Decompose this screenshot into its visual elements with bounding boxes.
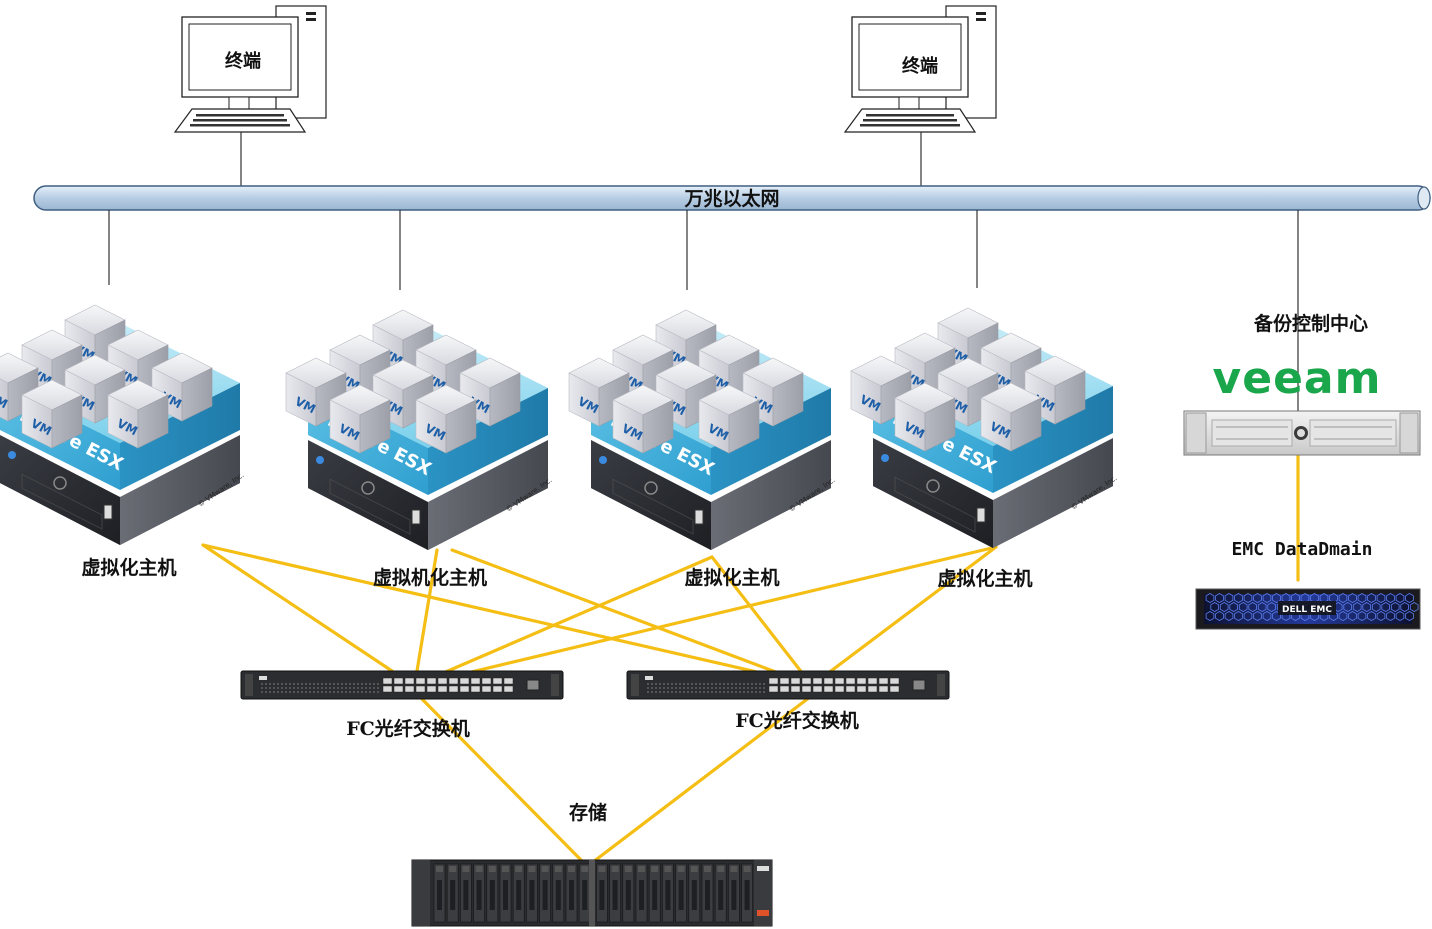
veeam-logo: veeam [1213,353,1382,404]
vm-cube: VM [980,382,1042,452]
vm-cube: VM [612,384,674,454]
svg-text:VM: VM [0,389,10,411]
svg-text:veeam: veeam [1213,353,1382,404]
terminal-1: 终端 [173,5,327,133]
vm-cube: VM [894,382,956,452]
backup-server [1183,410,1421,456]
switch-label: FC光纤交换机 [346,717,470,740]
dell-emc-logo: DELL EMC [1282,605,1332,615]
storage-array [411,859,773,927]
host-label: 虚拟机化主机 [373,566,487,589]
backup-label: 备份控制中心 [1253,312,1368,335]
ethernet-bus: 万兆以太网 [33,185,1431,211]
vm-cube: VM [698,384,760,454]
datadomain-label: EMC DataDmain [1232,539,1373,560]
terminal-label: 终端 [225,50,261,72]
computer-icon [843,5,997,133]
terminal-label: 终端 [902,55,938,77]
network-label: 万兆以太网 [683,187,779,210]
storage-label: 存储 [569,801,607,824]
terminal-2: 终端 [843,5,997,133]
vm-cube: VM [329,384,391,454]
host-label: 虚拟化主机 [684,566,779,589]
host-label: 虚拟化主机 [937,567,1032,590]
datadomain-storage: DELL EMC [1195,588,1421,630]
vm-cube: VM [21,379,83,449]
fc-switch [240,670,564,700]
fc-links [201,454,1300,864]
vm-cube: VM [415,384,477,454]
switch-label: FC光纤交换机 [735,709,859,732]
vm-cube: VM [107,379,169,449]
fc-switch [626,670,950,700]
host-label: 虚拟化主机 [81,556,176,579]
computer-icon [173,5,327,133]
vm-cube: VM [850,355,912,425]
